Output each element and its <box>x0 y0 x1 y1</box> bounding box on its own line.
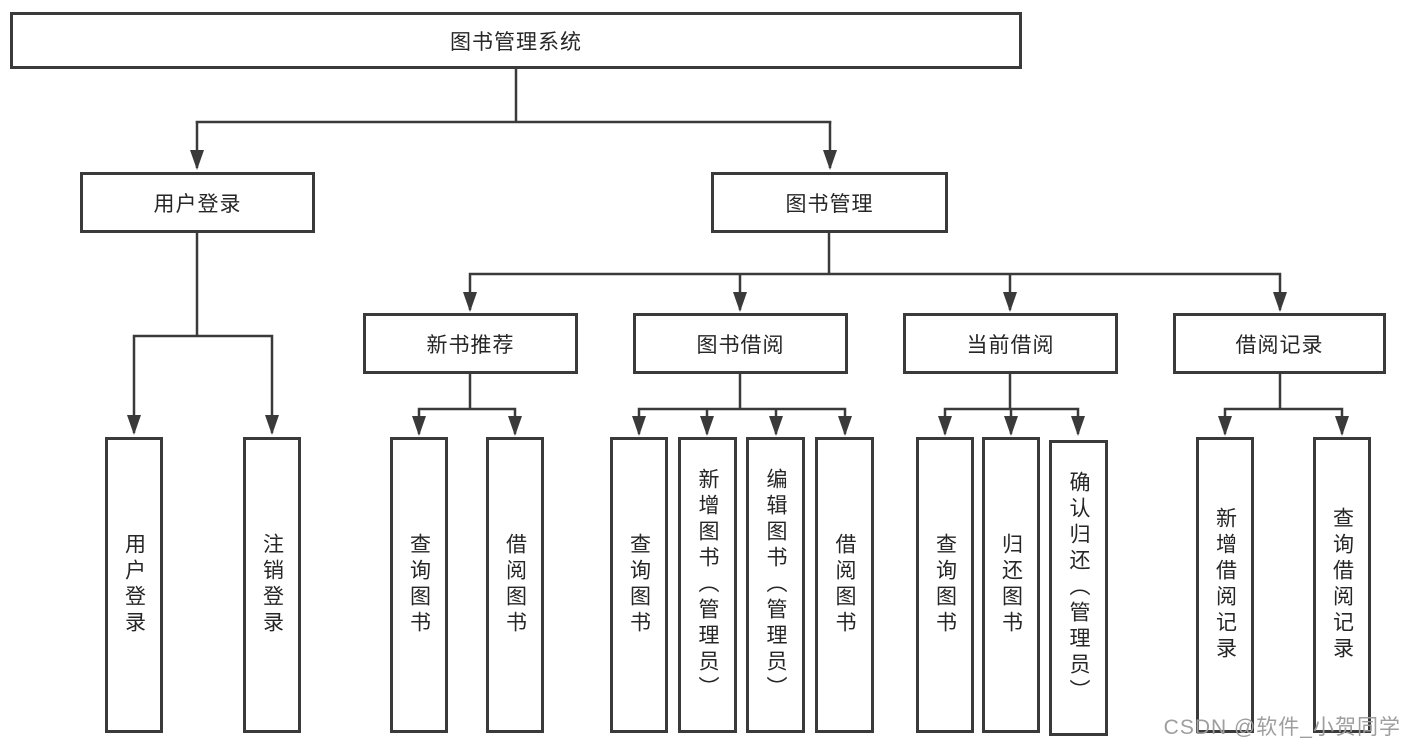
node-new-book-recommend: 新书推荐 <box>363 313 578 374</box>
leaf-borrow-query-books: 查询图书 <box>610 437 668 733</box>
node-current-borrow: 当前借阅 <box>903 313 1118 374</box>
leaf-current-query-books: 查询图书 <box>916 437 974 733</box>
leaf-record-query: 查询借阅记录 <box>1313 437 1371 733</box>
watermark: CSDN @软件_小贺同学 <box>1163 716 1401 739</box>
leaf-newbook-query-books: 查询图书 <box>390 437 448 733</box>
node-book-management: 图书管理 <box>711 172 948 233</box>
node-user-login: 用户登录 <box>80 172 315 233</box>
leaf-record-add: 新增借阅记录 <box>1196 437 1254 733</box>
leaf-current-confirm-return-admin: 确认归还（管理员） <box>1049 440 1108 736</box>
leaf-borrow-add-books-admin: 新增图书（管理员） <box>678 437 737 733</box>
node-root: 图书管理系统 <box>10 12 1022 69</box>
node-book-borrow: 图书借阅 <box>633 313 848 374</box>
connector-skeleton <box>132 68 1344 411</box>
leaf-user-login: 用户登录 <box>105 437 163 733</box>
leaf-logout: 注销登录 <box>243 437 301 733</box>
leaf-current-return-books: 归还图书 <box>982 437 1040 733</box>
leaf-newbook-borrow-books: 借阅图书 <box>486 437 544 733</box>
leaf-borrow-borrow-books: 借阅图书 <box>815 437 874 733</box>
node-borrow-record: 借阅记录 <box>1173 313 1386 374</box>
leaf-borrow-edit-books-admin: 编辑图书（管理员） <box>746 437 805 733</box>
